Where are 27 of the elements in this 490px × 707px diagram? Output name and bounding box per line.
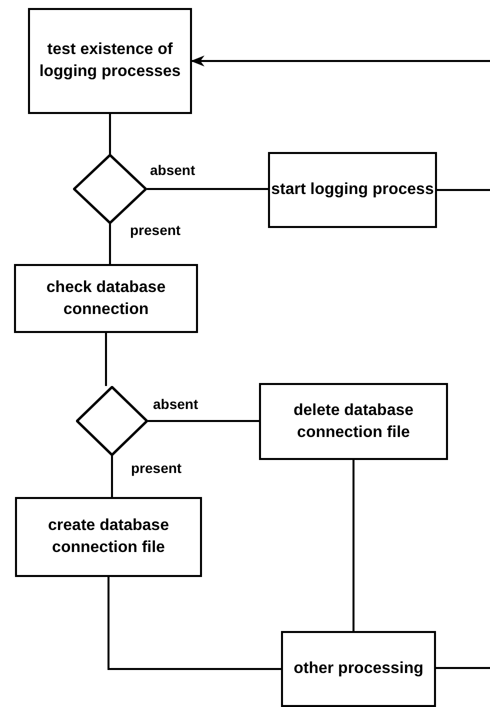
connector-line xyxy=(109,224,111,264)
decision-diamond xyxy=(73,154,147,224)
arrow xyxy=(190,55,490,67)
decision-diamond xyxy=(76,386,148,456)
process-box xyxy=(28,8,192,114)
node-label: delete database connection file xyxy=(292,400,415,442)
node-label: create database connection file xyxy=(47,516,170,558)
process-box xyxy=(14,264,198,333)
node-label: other processing xyxy=(294,659,424,680)
node-label: check database connection xyxy=(45,278,167,320)
connector-line xyxy=(109,114,111,154)
process-box xyxy=(15,497,202,577)
node-label: start logging process xyxy=(271,180,434,200)
node-label: test existence of logging processes xyxy=(38,40,182,82)
connector-line xyxy=(436,667,490,669)
process-box xyxy=(281,631,436,707)
connector-line xyxy=(437,189,490,191)
connector-line xyxy=(108,577,281,670)
edge-label: absent xyxy=(153,396,198,412)
connector-line xyxy=(148,420,259,422)
edge-label: absent xyxy=(150,162,196,178)
connector-line xyxy=(147,188,268,190)
process-box xyxy=(268,152,437,228)
connector-line xyxy=(105,333,107,386)
connector-line xyxy=(111,456,113,497)
connector-line xyxy=(352,460,354,631)
process-box xyxy=(259,383,448,460)
